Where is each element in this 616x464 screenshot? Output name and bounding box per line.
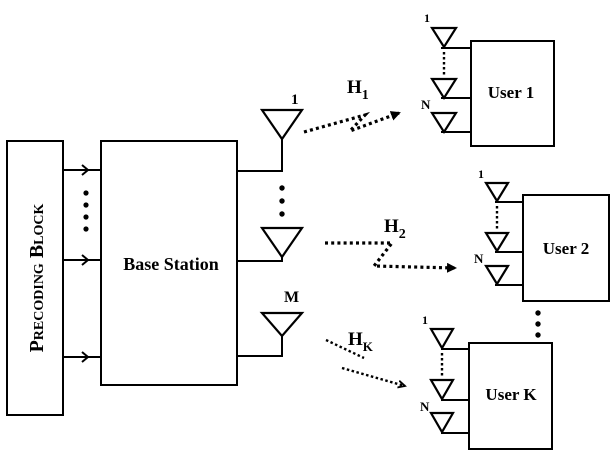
channel-2-label: H2 <box>384 216 406 242</box>
antenna-icon <box>429 378 455 402</box>
user-K-first-antenna-label: 1 <box>422 313 428 327</box>
antenna-icon <box>484 264 510 287</box>
channel-K: HK <box>325 329 405 386</box>
antenna-icon <box>259 108 305 141</box>
precoding-block-label: PRECODINGBLOCK <box>26 203 48 352</box>
antenna-icon <box>429 327 455 351</box>
antenna-icon <box>484 181 510 204</box>
antenna-icon <box>430 26 458 50</box>
channel-link <box>341 366 405 386</box>
precoding-to-bs-arrows <box>63 164 101 363</box>
user-1-last-antenna-label: N <box>421 97 431 112</box>
user-2-last-antenna-label: N <box>474 251 484 266</box>
user-1-label: User 1 <box>488 83 534 102</box>
user-K: User K 1 N <box>420 313 553 450</box>
bs-antenna-M <box>259 311 305 338</box>
channel-1-label: H1 <box>347 77 369 103</box>
antenna-icon <box>259 311 305 338</box>
user-1: User 1 1 N <box>421 11 555 147</box>
channel-K-label: HK <box>348 329 374 354</box>
base-station: Base Station <box>100 140 238 386</box>
bs-antenna-1 <box>259 108 305 141</box>
user-K-label: User K <box>485 385 537 404</box>
antenna-icon <box>259 226 305 259</box>
users-ellipsis <box>535 310 541 338</box>
user-2-label: User 2 <box>543 239 589 258</box>
channel-link <box>303 111 401 134</box>
channel-2: H2 <box>325 216 457 273</box>
antenna-icon <box>429 411 455 435</box>
channel-link <box>325 241 457 273</box>
channel-1: H1 <box>303 77 401 134</box>
bs-antenna-first-label: 1 <box>291 92 299 108</box>
user-1-first-antenna-label: 1 <box>424 11 430 25</box>
precoding-block: PRECODINGBLOCK <box>6 140 64 416</box>
antenna-icon <box>430 77 458 101</box>
antenna-icon <box>430 111 458 135</box>
user-2-first-antenna-label: 1 <box>478 167 484 181</box>
bs-antenna-ellipsis <box>279 185 285 217</box>
user-K-last-antenna-label: N <box>420 399 430 414</box>
bs-antenna-2 <box>259 226 305 259</box>
user-2: User 2 1 N <box>474 167 610 302</box>
stream-arrowhead <box>81 351 90 363</box>
antenna-icon <box>484 231 510 254</box>
channel-link <box>325 338 365 360</box>
stream-arrowhead <box>81 164 90 176</box>
bs-antenna-last-label: M <box>284 289 299 306</box>
base-station-label: Base Station <box>123 254 219 274</box>
stream-arrowhead <box>81 254 90 266</box>
stream-ellipsis <box>83 190 89 232</box>
